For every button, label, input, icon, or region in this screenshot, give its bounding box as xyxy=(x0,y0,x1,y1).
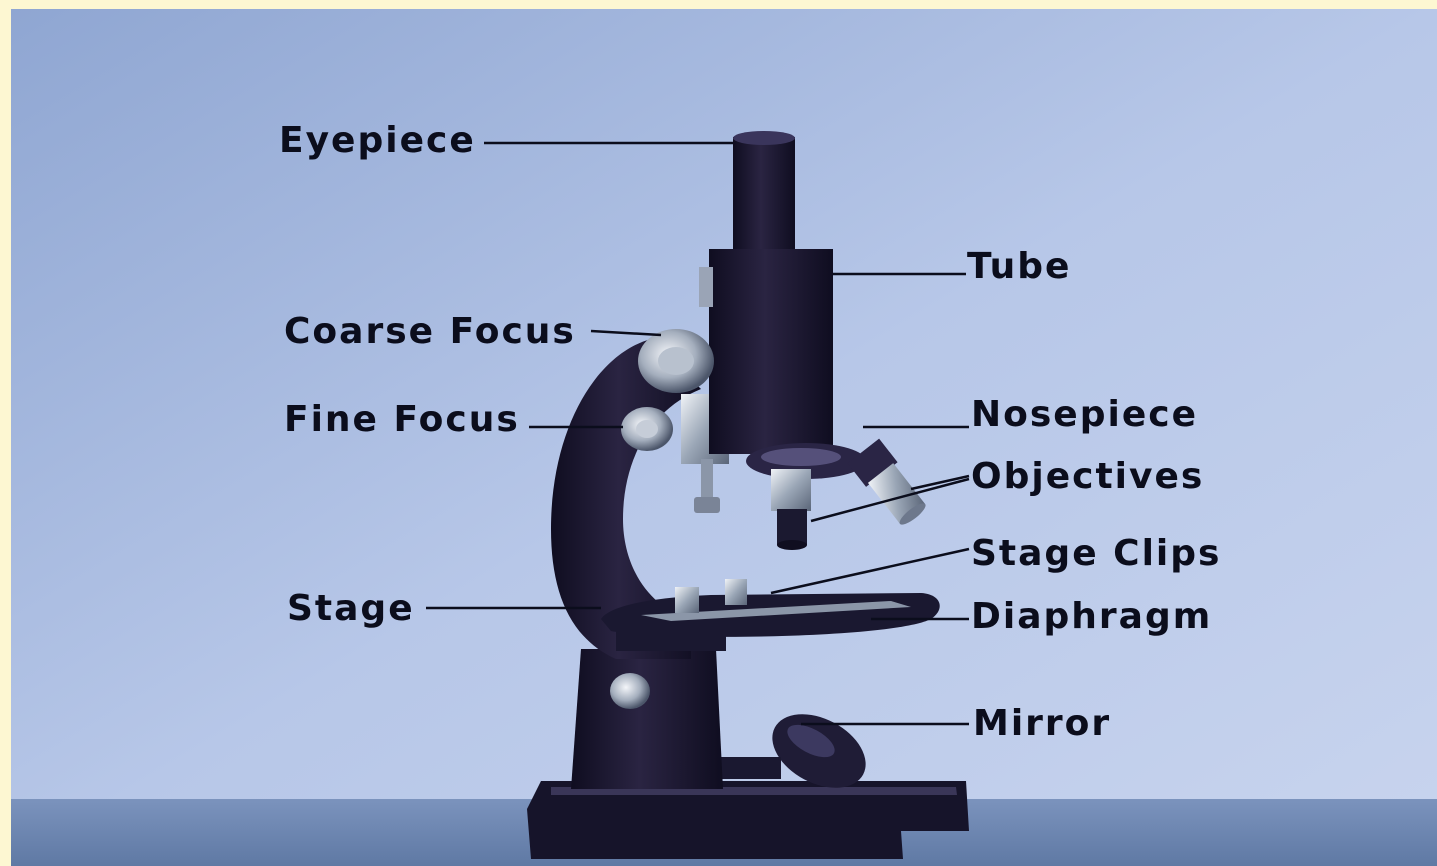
label-stage: Stage xyxy=(287,591,415,627)
label-fine-focus: Fine Focus xyxy=(284,402,520,438)
fine-focus-knob-center xyxy=(636,420,658,438)
label-stage-clips: Stage Clips xyxy=(971,536,1221,572)
label-tube: Tube xyxy=(967,249,1071,285)
objective-short xyxy=(771,469,811,550)
label-mirror: Mirror xyxy=(973,706,1111,742)
label-coarse-focus: Coarse Focus xyxy=(284,314,576,350)
stage-clip-left xyxy=(675,587,699,613)
label-eyepiece: Eyepiece xyxy=(279,123,476,159)
label-objectives: Objectives xyxy=(971,459,1204,495)
tube-body xyxy=(709,249,833,454)
rack-knob xyxy=(694,497,720,513)
diagram-frame: Eyepiece Tube Coarse Focus Fine Focus No… xyxy=(11,9,1437,866)
microscope-illustration xyxy=(11,9,1437,866)
nosepiece-shine xyxy=(761,448,841,466)
label-nosepiece: Nosepiece xyxy=(971,397,1198,433)
stage-clip-right xyxy=(725,579,747,605)
tube-collar xyxy=(699,267,713,307)
coarse-focus-knob-center xyxy=(658,347,694,375)
eyepiece-barrel xyxy=(733,137,795,255)
label-diaphragm: Diaphragm xyxy=(971,599,1212,635)
pillar xyxy=(571,649,723,789)
stage-support xyxy=(616,629,726,651)
lower-knob xyxy=(610,673,650,709)
eyepiece-top xyxy=(733,131,795,145)
